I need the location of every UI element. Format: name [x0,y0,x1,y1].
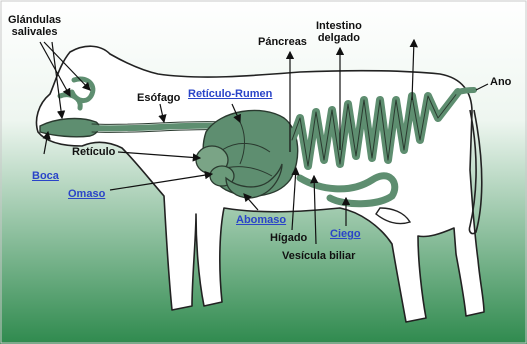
label-intestino-line2: delgado [316,32,362,44]
label-higado: Hígado [270,232,307,244]
label-pancreas: Páncreas [258,36,307,48]
label-glandulas-line2: salivales [8,26,61,38]
label-vesicula-biliar: Vesícula biliar [282,250,355,262]
link-boca[interactable]: Boca [32,170,59,182]
label-reticulo: Retículo [72,146,115,158]
link-abomaso[interactable]: Abomaso [236,214,286,226]
label-intestino-delgado: Intestino delgado [316,20,362,44]
rectum [458,90,474,92]
label-glandulas-line1: Glándulas [8,14,61,26]
link-omaso[interactable]: Omaso [68,188,105,200]
esophagus [92,126,224,129]
link-ciego[interactable]: Ciego [330,228,361,240]
link-reticulo-rumen[interactable]: Retículo-Rumen [188,88,272,100]
label-esofago: Esófago [137,92,180,104]
label-ano: Ano [490,76,511,88]
label-glandulas-salivales: Glándulas salivales [8,14,61,38]
label-intestino-line1: Intestino [316,20,362,32]
